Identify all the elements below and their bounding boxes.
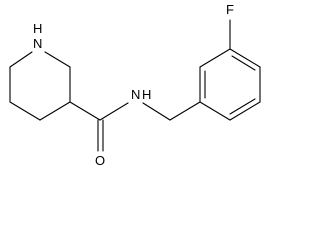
bond-c4-c5 xyxy=(9,101,41,121)
bond-ch2-aryl xyxy=(169,101,201,121)
chemical-structure: H N O N H F xyxy=(9,2,261,168)
bond-n1-c2 xyxy=(44,51,71,68)
bond-n-ch2 xyxy=(142,102,171,121)
aromatic-inner-bond-2 xyxy=(229,98,256,115)
piperidine-ring xyxy=(9,51,71,121)
amide-nh-label-h: H xyxy=(142,87,151,102)
benzyl-linker xyxy=(142,101,201,121)
bond-ar1-ar2 xyxy=(199,101,231,121)
bond-c3-c4 xyxy=(39,101,71,121)
bond-c3-carbonyl xyxy=(69,101,101,121)
carbonyl-oxygen-label: O xyxy=(95,153,105,168)
ring-nh-label-n: N xyxy=(33,36,42,51)
bond-carbonyl-n xyxy=(99,102,129,121)
aromatic-inner-bond-3 xyxy=(231,55,256,71)
carboxamide-group xyxy=(69,101,129,152)
bond-c6-n1 xyxy=(9,51,33,68)
fluorine-label: F xyxy=(226,2,234,17)
bond-ar2-ar3 xyxy=(229,101,261,121)
ring-nh-label-h: H xyxy=(33,21,42,36)
amide-nh-label-n: N xyxy=(131,87,140,102)
bond-ar4-ar5 xyxy=(229,48,261,68)
structure-canvas: H N O N H F xyxy=(9,2,261,168)
benzene-ring xyxy=(199,48,261,121)
bond-ar5-ar6 xyxy=(199,48,231,68)
